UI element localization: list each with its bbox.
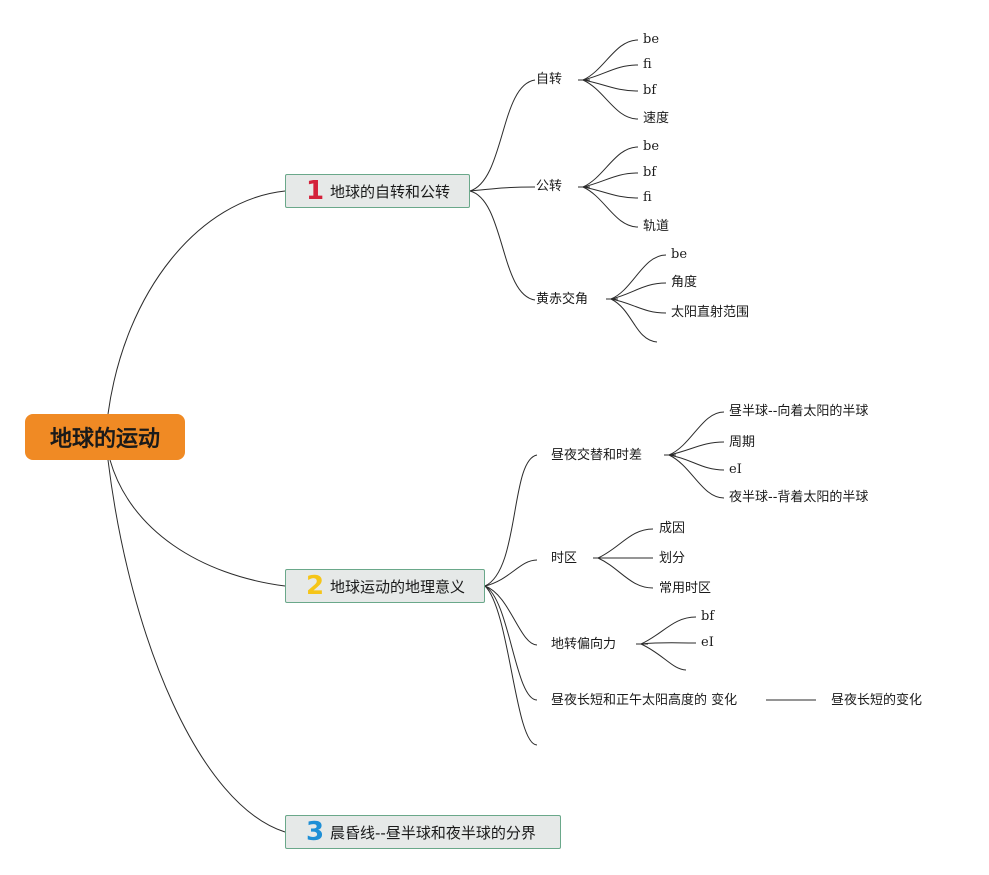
- leaf-item[interactable]: bf: [701, 609, 715, 624]
- leaf-item[interactable]: bf: [643, 165, 657, 180]
- leaf-item[interactable]: be: [643, 32, 660, 47]
- subtopic-rotation[interactable]: 自转: [536, 72, 563, 87]
- leaf-item[interactable]: be: [643, 139, 660, 154]
- leaf-item[interactable]: 速度: [643, 111, 670, 126]
- subtopic-coriolis[interactable]: 地转偏向力: [551, 637, 617, 652]
- number-1-icon: 1: [305, 176, 325, 206]
- leaf-item[interactable]: eI: [701, 635, 714, 650]
- topic-geographic-significance[interactable]: 2 地球运动的地理意义: [285, 569, 485, 603]
- subtopic-day-night[interactable]: 昼夜交替和时差: [551, 448, 643, 463]
- topic-terminator[interactable]: 3 晨昏线--昼半球和夜半球的分界: [285, 815, 561, 849]
- leaf-item[interactable]: be: [671, 247, 688, 262]
- subtopic-day-length[interactable]: 昼夜长短和正午太阳高度的 变化: [551, 693, 738, 708]
- leaf-item[interactable]: 成因: [659, 521, 686, 536]
- leaf-item[interactable]: 夜半球--背着太阳的半球: [729, 490, 869, 505]
- leaf-item[interactable]: fi: [643, 190, 652, 205]
- root-node[interactable]: 地球的运动: [25, 414, 185, 460]
- leaf-item[interactable]: fi: [643, 57, 652, 72]
- topic-label: 晨昏线--昼半球和夜半球的分界: [330, 823, 536, 842]
- topic-label: 地球的自转和公转: [330, 182, 451, 201]
- root-label: 地球的运动: [49, 427, 160, 452]
- leaf-item[interactable]: 昼半球--向着太阳的半球: [729, 404, 869, 419]
- leaf-item[interactable]: 昼夜长短的变化: [831, 693, 923, 708]
- number-2-icon: 2: [305, 571, 325, 601]
- subtopic-obliquity[interactable]: 黄赤交角: [536, 292, 589, 307]
- leaf-item[interactable]: 角度: [671, 275, 698, 290]
- leaf-item[interactable]: 太阳直射范围: [671, 305, 750, 320]
- topic-rotation-revolution[interactable]: 1 地球的自转和公转: [285, 174, 470, 208]
- leaf-item[interactable]: 周期: [729, 435, 756, 450]
- leaf-item[interactable]: 划分: [659, 551, 686, 566]
- leaf-item[interactable]: bf: [643, 83, 657, 98]
- leaf-item[interactable]: eI: [729, 462, 742, 477]
- number-3-icon: 3: [305, 817, 325, 847]
- subtopic-time-zone[interactable]: 时区: [551, 551, 578, 566]
- topic-label: 地球运动的地理意义: [330, 577, 466, 596]
- leaf-item[interactable]: 常用时区: [659, 581, 712, 596]
- leaf-item[interactable]: 轨道: [643, 219, 670, 234]
- subtopic-revolution[interactable]: 公转: [536, 179, 563, 194]
